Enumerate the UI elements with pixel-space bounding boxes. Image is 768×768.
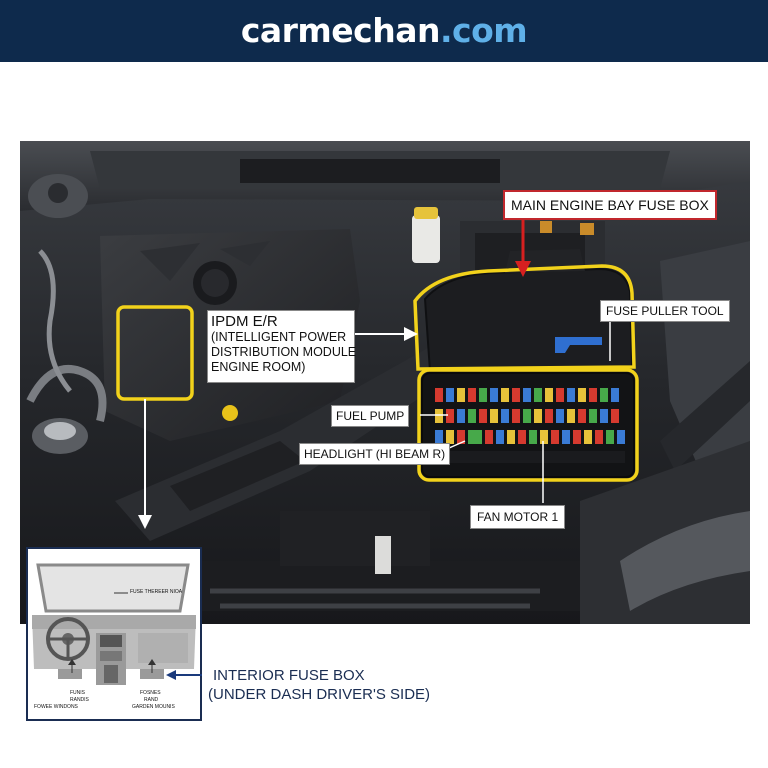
interior-pointer-arrow <box>166 670 202 680</box>
interior-fuse-box-subtitle: (UNDER DASH DRIVER'S SIDE) <box>208 686 431 703</box>
label-ipdm-title: IPDM E/R <box>211 313 278 330</box>
brand-name: carmechan <box>240 11 441 50</box>
header-bar <box>0 0 768 62</box>
label-ipdm: IPDM E/R (INTELLIGENT POWER DISTRIBUTION… <box>207 310 357 383</box>
label-ipdm-line4: ENGINE ROOM) <box>211 360 306 374</box>
label-headlight: HEADLIGHT (HI BEAM R) <box>299 443 451 465</box>
label-ipdm-line3: DISTRIBUTION MODULE <box>211 345 357 359</box>
label-headlight-text: HEADLIGHT (HI BEAM R) <box>304 447 446 461</box>
inset-right-label-1: FOSNES <box>140 690 161 696</box>
dashboard-illustration <box>32 563 196 685</box>
label-fuse-puller-tool: FUSE PULLER TOOL <box>600 300 730 322</box>
label-fuse-puller-tool-text: FUSE PULLER TOOL <box>606 304 724 318</box>
engine-bay-photo <box>20 141 750 624</box>
inset-right-label-3: GARDEN MOUNIS <box>132 704 175 710</box>
label-fuel-pump-text: FUEL PUMP <box>336 409 405 423</box>
label-fan-motor: FAN MOTOR 1 <box>470 505 566 529</box>
label-fuel-pump: FUEL PUMP <box>331 405 410 427</box>
label-main-fuse-box-text: MAIN ENGINE BAY FUSE BOX <box>511 197 709 213</box>
brand-tld: .com <box>440 11 528 50</box>
label-ipdm-line2: (INTELLIGENT POWER <box>211 330 347 344</box>
inset-right-label-2: RAND <box>144 697 159 703</box>
inset-left-label-2: RANDIS <box>70 697 89 703</box>
interior-dashboard-inset: FUSE THEREER NIOA FUNIS RANDIS FOWEE WIN… <box>26 547 202 721</box>
label-fan-motor-text: FAN MOTOR 1 <box>477 510 559 524</box>
inset-top-label: FUSE THEREER NIOA <box>130 589 183 595</box>
label-main-fuse-box: MAIN ENGINE BAY FUSE BOX <box>503 190 717 220</box>
inset-left-label-1: FUNIS <box>70 690 85 696</box>
inset-left-label-3: FOWEE WINDONS <box>34 704 78 710</box>
brand-logo[interactable]: carmechan.com <box>0 0 768 62</box>
interior-fuse-box-title: INTERIOR FUSE BOX <box>213 667 365 684</box>
